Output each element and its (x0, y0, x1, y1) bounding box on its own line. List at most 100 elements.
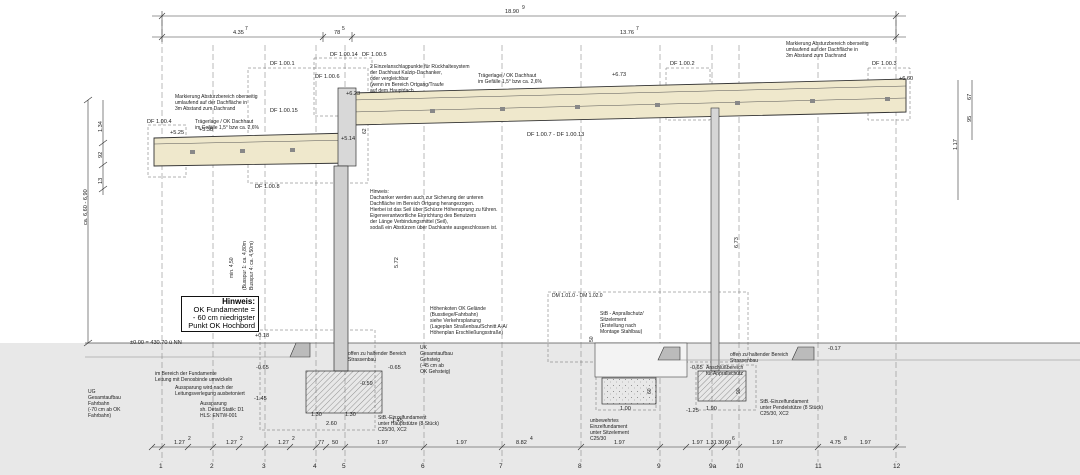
height-62: 62 (362, 128, 368, 134)
bottom-dim-label: 1.97 (456, 440, 467, 446)
dimension-tick (322, 443, 330, 451)
note-aussparung: Aussparung wird nach der Leitungsverlegu… (175, 385, 245, 397)
svg-text:siehe Verkehrsplanung: siehe Verkehrsplanung (430, 318, 481, 324)
dim-67: 67 (967, 94, 973, 100)
main-column (333, 165, 349, 372)
note-aussparung-detail: Aussparung sh. Detail Statik: D1 HLS: EN… (200, 401, 244, 419)
bottom-dim-sup: 2 (240, 436, 243, 442)
axis-label: 7 (499, 463, 503, 470)
svg-text:UK: UK (420, 345, 428, 351)
height-90: 90 (736, 388, 742, 394)
dimension-tick (892, 443, 900, 451)
svg-text:(Lageplan Straßenbau/Schnitt A: (Lageplan Straßenbau/Schnitt A-A/ (430, 324, 508, 330)
axis-label: 2 (210, 463, 214, 470)
dim-left-sup: 7 (245, 26, 248, 32)
df-tag-7-13: DF 1.00.7 - DF 1.00.13 (527, 132, 584, 138)
svg-text:Gesamtaufbau: Gesamtaufbau (88, 395, 121, 401)
top-dimensions (152, 11, 906, 42)
hinweis-line-1: OK Fundamente = (193, 305, 256, 314)
dim-95: 95 (967, 116, 973, 122)
svg-text:Eigenverantwortliche Einrichtu: Eigenverantwortliche Einrichtung des Ben… (370, 213, 477, 219)
note-trager-left: Trägerlage / OK Dachhaut im Gefälle 1,5°… (195, 119, 260, 131)
axis-label: 9 (657, 463, 661, 470)
svg-text:Montage Stahlbau): Montage Stahlbau) (600, 329, 643, 335)
axis-label: 5 (342, 463, 346, 470)
svg-text:2 Einzelanschlagpunkte für Rüc: 2 Einzelanschlagpunkte für Rückhaltesyst… (370, 64, 470, 70)
bottom-dim-label: 1.31 (706, 440, 717, 446)
df-tag-5: DF 1.00.5 (362, 52, 387, 58)
level-018: +0.18 (255, 333, 269, 339)
note-hohenkoten: Höhenkoten OK Gelände (Busstiege/Fahrbah… (430, 306, 508, 336)
svg-text:unter Pendelstütze (8 Stück): unter Pendelstütze (8 Stück) (760, 405, 823, 411)
bottom-dim-label: 60 (725, 440, 731, 446)
df-tag-8: DF 1.00.8 (255, 184, 280, 190)
min-height: min. 4,50 (229, 257, 235, 278)
df-tag-3: DF 1.00.3 (872, 61, 897, 67)
level-623: +6.23 (346, 91, 360, 97)
dimension-tick (209, 443, 217, 451)
svg-text:sh. Detail Statik: D1: sh. Detail Statik: D1 (200, 407, 244, 413)
dim-mid: 78 (334, 30, 340, 36)
lower-roof (153, 132, 353, 167)
svg-text:offen zu haltender Bereich: offen zu haltender Bereich (730, 352, 789, 358)
dim-overall: 18.90 (505, 9, 519, 15)
curb-left (289, 342, 311, 358)
bottom-dim-label: 1.97 (692, 440, 703, 446)
svg-text:OK Gehsteig): OK Gehsteig) (420, 369, 451, 375)
svg-text:Gehsteig: Gehsteig (420, 357, 440, 363)
axis-label: 1 (159, 463, 163, 470)
note-edge-left: Markierung Absturzbereich oberseitig uml… (175, 94, 258, 112)
level-538: +5.38 (199, 127, 213, 133)
svg-text:StB.-Einzelfundament: StB.-Einzelfundament (378, 415, 427, 421)
dimension-tick (721, 443, 729, 451)
svg-text:UG: UG (88, 389, 96, 395)
svg-text:Einzelfundament: Einzelfundament (590, 424, 628, 430)
level-525: +5.25 (170, 130, 184, 136)
svg-text:C25/30, XC2: C25/30, XC2 (378, 427, 407, 433)
dimension-tick (235, 443, 243, 451)
svg-text:Markierung Absturzbereich ober: Markierung Absturzbereich oberseitig (175, 94, 258, 100)
lower-roof-line (153, 139, 353, 145)
level-m065-a: -0.65 (256, 365, 269, 371)
svg-text:Hinweis:: Hinweis: (370, 189, 389, 195)
fdim-145: 1.45 (392, 418, 403, 424)
svg-text:3m Abstand zum Dachrand: 3m Abstand zum Dachrand (175, 106, 236, 112)
bottom-dim-label: 1.27 (174, 440, 185, 446)
svg-text:Anschlußbereich: Anschlußbereich (706, 365, 743, 371)
level-660: +6.60 (899, 76, 913, 82)
svg-text:Fahrbahn): Fahrbahn) (88, 413, 111, 419)
bottom-dim-label: 77 (318, 440, 324, 446)
note-offen-left: offen zu haltender Bereich Strassenbau (348, 351, 407, 363)
bottom-dim-label: 8.82 (516, 440, 527, 446)
dim-overall-sup: 9 (522, 5, 525, 11)
svg-text:(Busstiege/Fahrbahn): (Busstiege/Fahrbahn) (430, 312, 478, 318)
axis-label: 6 (421, 463, 425, 470)
bottom-dim-label: 4.75 (830, 440, 841, 446)
axis-label: 4 (313, 463, 317, 470)
bottom-dim-label: 30 (718, 440, 724, 446)
svg-text:offen zu haltender Bereich: offen zu haltender Bereich (348, 351, 407, 357)
level-m065-b: -0.65 (388, 365, 401, 371)
note-einzel-pendel: StB.-Einzelfundament unter Pendelstütze … (760, 399, 823, 417)
purlins-upper (430, 97, 890, 113)
svg-text:C25/30, XC2: C25/30, XC2 (760, 411, 789, 417)
svg-text:StB.-Einzelfundament: StB.-Einzelfundament (760, 399, 809, 405)
note-ug-left: UG Gesamtaufbau Fahrbahn (-70 cm ab OK F… (88, 389, 121, 419)
curb-mid (657, 346, 681, 361)
dimension-tick (261, 443, 269, 451)
svg-text:(-70 cm ab OK: (-70 cm ab OK (88, 407, 121, 413)
note-hinweis-anchor: Hinweis: Dachanker werden auch zur Siche… (370, 189, 498, 231)
dim-right-sup: 7 (636, 26, 639, 32)
svg-text:Leitungsverlegung ausbetoniert: Leitungsverlegung ausbetoniert (175, 391, 245, 397)
dim-92: 92 (98, 152, 104, 158)
svg-text:Leitung mit Denosbinde umwicke: Leitung mit Denosbinde umwickeln (155, 377, 232, 383)
dim-right: 13.76 (620, 30, 634, 36)
svg-text:im Gefälle 1,5° bzw ca. 2,6%: im Gefälle 1,5° bzw ca. 2,6% (478, 79, 543, 85)
fdim-190: 1.90 (706, 406, 717, 412)
height-673: 6.73 (734, 237, 740, 248)
svg-text:sodaß ein Abstürzen über Dachk: sodaß ein Abstürzen über Dachkante ausge… (370, 225, 497, 231)
fdim-100: 1.00 (620, 406, 631, 412)
dimension-tick (184, 443, 192, 451)
dim-134: 1.34 (98, 121, 104, 132)
level-m145: -1.45 (254, 396, 267, 402)
